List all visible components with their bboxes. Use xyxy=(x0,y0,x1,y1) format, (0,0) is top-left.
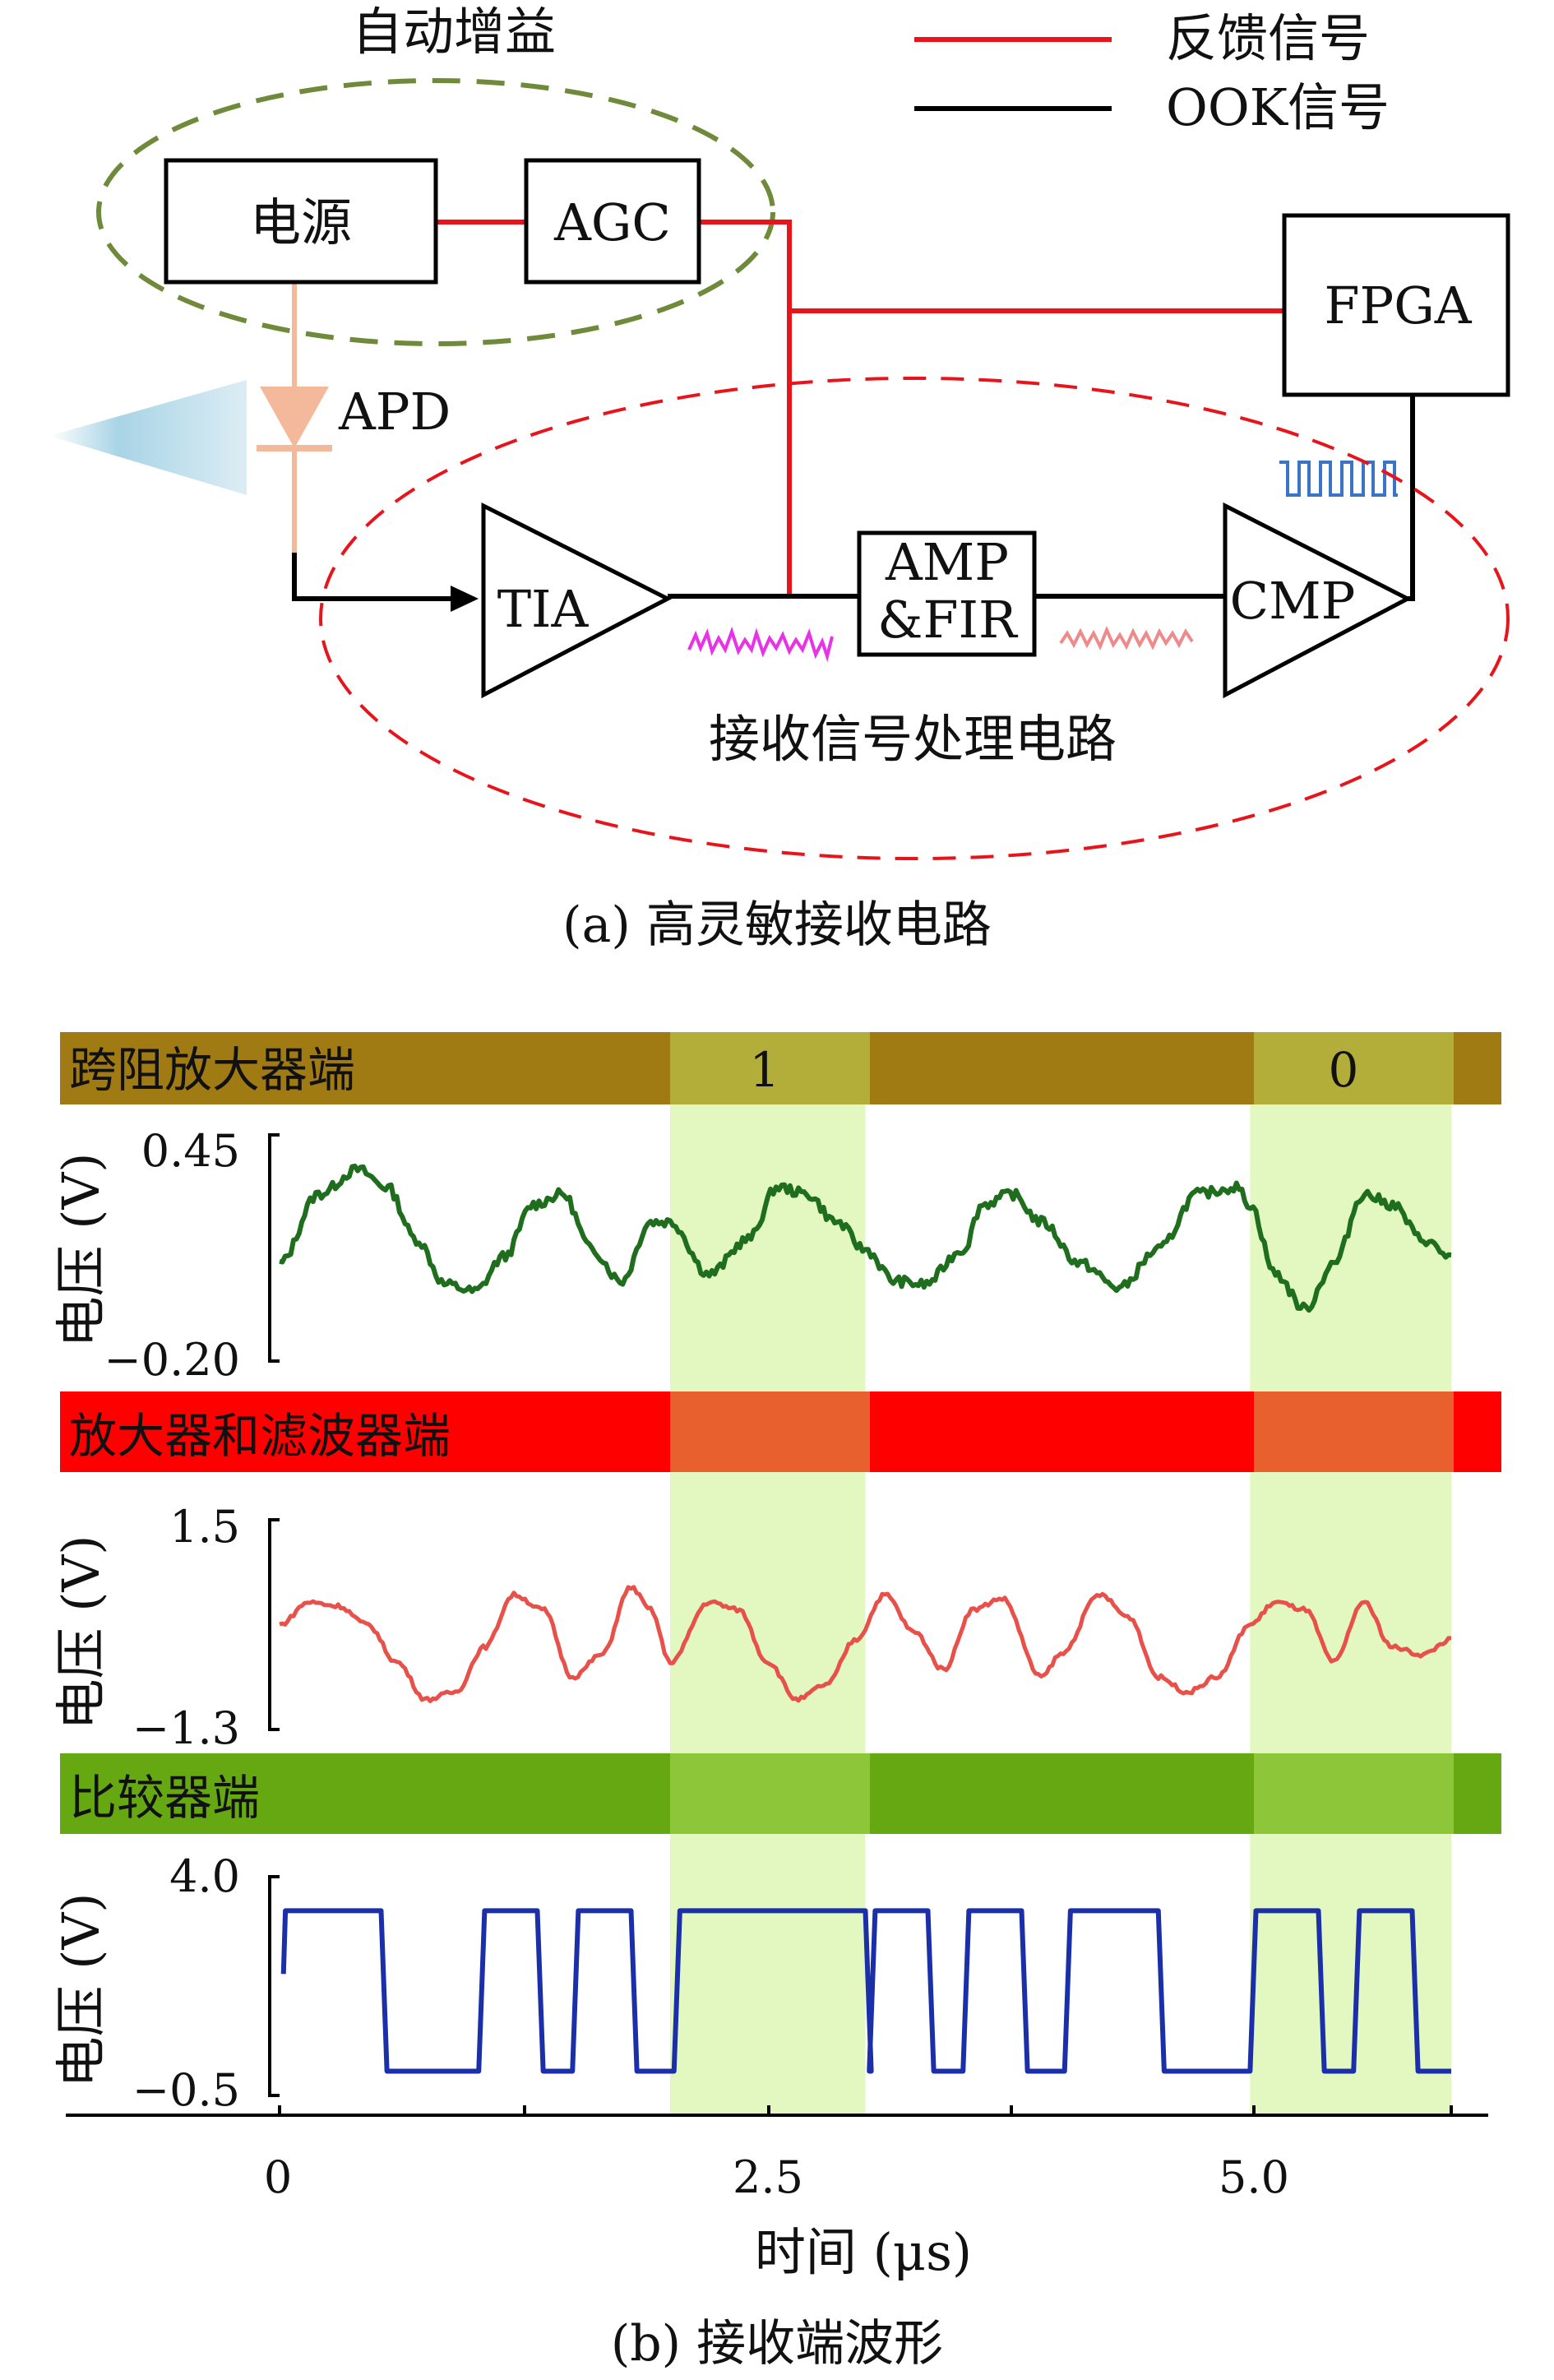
caption-b: (b) 接收端波形 xyxy=(611,2315,943,2373)
trace-cmp xyxy=(280,1908,1451,2074)
p3-ylabel: 电压 (V) xyxy=(51,1893,111,2088)
tia-output-wave-icon xyxy=(687,626,834,663)
bit-label-0: 0 xyxy=(1329,1042,1359,1098)
bit-label-1: 1 xyxy=(750,1042,780,1098)
fpga-label: FPGA xyxy=(1324,276,1472,336)
p2-ytick-top: 1.5 xyxy=(169,1501,240,1553)
trace-amp xyxy=(279,1585,1451,1703)
agc-label: AGC xyxy=(553,192,671,252)
amp-fir-block: AMP &FIR xyxy=(857,530,1037,657)
band-cmp-label: 比较器端 xyxy=(69,1770,260,1826)
band-amp-bit1-overlay xyxy=(670,1391,870,1472)
bit-highlight-2 xyxy=(1250,1104,1451,2115)
band-amp-label: 放大器和滤波器端 xyxy=(69,1408,451,1464)
apd-diode-icon xyxy=(257,387,332,451)
fpga-input-wave-icon xyxy=(1279,461,1398,497)
p3-ytick-top: 4.0 xyxy=(169,1850,240,1902)
band-cmp-bit1-overlay xyxy=(670,1753,870,1834)
legend-feedback-label: 反馈信号 xyxy=(1166,8,1370,68)
tia-amplifier: TIA xyxy=(481,502,673,699)
light-beam-icon xyxy=(49,380,247,495)
circuit-diagram: 自动增益 反馈信号 OOK信号 xyxy=(49,2,1510,954)
band-cmp-bit0-overlay xyxy=(1254,1753,1454,1834)
band-tia-bit0-overlay xyxy=(1254,1032,1454,1104)
band-tia-bit1-overlay xyxy=(670,1032,870,1104)
xtick-5-0: 5.0 xyxy=(1219,2151,1289,2203)
amp-label-line1: AMP xyxy=(885,532,1009,592)
caption-a: (a) 高灵敏接收电路 xyxy=(562,896,992,954)
power-label: 电源 xyxy=(250,192,352,252)
x-axis-label: 时间 (μs) xyxy=(755,2222,972,2282)
p3-ytick-bottom: −0.5 xyxy=(132,2064,240,2116)
legend-ook-label: OOK信号 xyxy=(1166,77,1390,137)
apd-label: APD xyxy=(338,382,451,442)
band-tia-label: 跨阻放大器端 xyxy=(69,1042,355,1098)
p2-ytick-bottom: −1.3 xyxy=(132,1702,240,1754)
waveform-chart: 跨阻放大器端 1 0 放大器和滤波器端 比较器端 0.45 −0.20 1. xyxy=(51,1032,1501,2373)
arrow-to-tia-icon xyxy=(451,586,479,612)
auto-gain-ellipse xyxy=(96,78,775,346)
p1-ylabel: 电压 (V) xyxy=(51,1153,111,1348)
amp-output-wave-icon xyxy=(1059,625,1194,651)
xtick-0: 0 xyxy=(264,2151,292,2203)
tia-label: TIA xyxy=(497,579,590,639)
rx-circuit-label: 接收信号处理电路 xyxy=(709,709,1117,769)
amp-label-line2: &FIR xyxy=(877,590,1019,650)
cmp-comparator: CMP xyxy=(1223,502,1413,699)
feedback-wires xyxy=(436,220,1284,596)
power-block: 电源 xyxy=(164,158,438,285)
fpga-block: FPGA xyxy=(1282,213,1510,397)
trace-tia xyxy=(279,1163,1452,1313)
auto-gain-label: 自动增益 xyxy=(352,2,556,62)
panel-axes xyxy=(66,1133,1488,2117)
bit-highlights xyxy=(670,1104,1451,2115)
p1-ytick-bottom: −0.20 xyxy=(104,1334,240,1386)
p1-ytick-top: 0.45 xyxy=(141,1125,240,1177)
rx-circuit-ellipse xyxy=(319,377,1510,860)
xtick-2-5: 2.5 xyxy=(733,2151,803,2203)
legend: 反馈信号 OOK信号 xyxy=(914,8,1390,137)
band-amp-bit0-overlay xyxy=(1254,1391,1454,1472)
p2-ylabel: 电压 (V) xyxy=(51,1535,111,1730)
cmp-label: CMP xyxy=(1230,571,1356,631)
agc-block: AGC xyxy=(524,158,701,285)
